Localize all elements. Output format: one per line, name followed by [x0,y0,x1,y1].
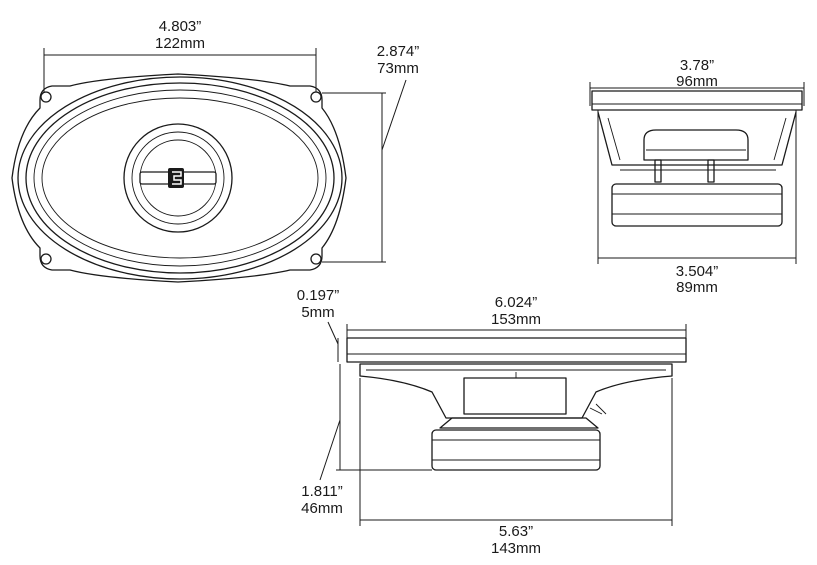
front-height-mm: 73mm [377,60,419,77]
side-view: 3.78” 96mm 3.504” 89mm [589,57,805,296]
profile-view: 6.024” 153mm 0.197” 5mm 1.811” 46mm [297,287,687,557]
flange-mm: 5mm [301,304,334,321]
side-bottom-dimension: 3.504” 89mm [597,110,797,296]
front-height-inch: 2.874” [377,43,420,60]
side-flange [591,90,803,111]
side-bottom-inch: 3.504” [676,263,719,280]
mount-hole-top-right [310,91,322,103]
profile-magnet [431,429,601,471]
side-top-inch: 3.78” [680,57,714,74]
front-height-dimension: 2.874” 73mm [322,43,420,263]
outer-oval [17,76,343,280]
profile-flange [346,337,687,363]
profile-cone [463,377,567,415]
cone-inner-oval [41,97,319,259]
profile-width-mm: 153mm [491,311,541,328]
front-width-inch: 4.803” [159,18,202,35]
profile-width-dimension: 6.024” 153mm [346,294,687,338]
side-terminal-left [654,159,662,183]
front-view: 4.803” 122mm 2.874” 73mm [11,18,420,283]
basket-width-dimension: 5.63” 143mm [359,378,673,557]
side-cone [643,129,749,161]
tweeter-outer-ring [123,123,233,233]
side-magnet [611,183,783,227]
mounting-plate [11,73,347,283]
surround-oval [25,82,335,274]
mount-hole-bottom-left [40,253,52,265]
flange-inch: 0.197” [297,287,340,304]
cone-oval [33,89,327,267]
mount-hole-bottom-right [310,253,322,265]
side-top-mm: 96mm [676,73,718,90]
mount-hole-top-left [40,91,52,103]
profile-magnet-top [439,417,599,429]
logo-mark-icon [172,171,182,185]
logo-icon [168,168,184,188]
front-width-dimension: 4.803” 122mm [43,18,317,92]
basket-width-inch: 5.63” [499,523,533,540]
basket-width-mm: 143mm [491,540,541,557]
front-width-mm: 122mm [155,35,205,52]
depth-dimension: 1.811” 46mm [301,364,432,517]
side-top-dimension: 3.78” 96mm [589,57,805,106]
side-basket [597,111,797,166]
side-bottom-mm: 89mm [676,279,718,296]
flange-dimension: 0.197” 5mm [297,287,340,362]
depth-mm: 46mm [301,500,343,517]
profile-width-inch: 6.024” [495,294,538,311]
tweeter-mid-ring [131,131,225,225]
depth-inch: 1.811” [301,483,342,500]
side-terminal-right [707,159,715,183]
